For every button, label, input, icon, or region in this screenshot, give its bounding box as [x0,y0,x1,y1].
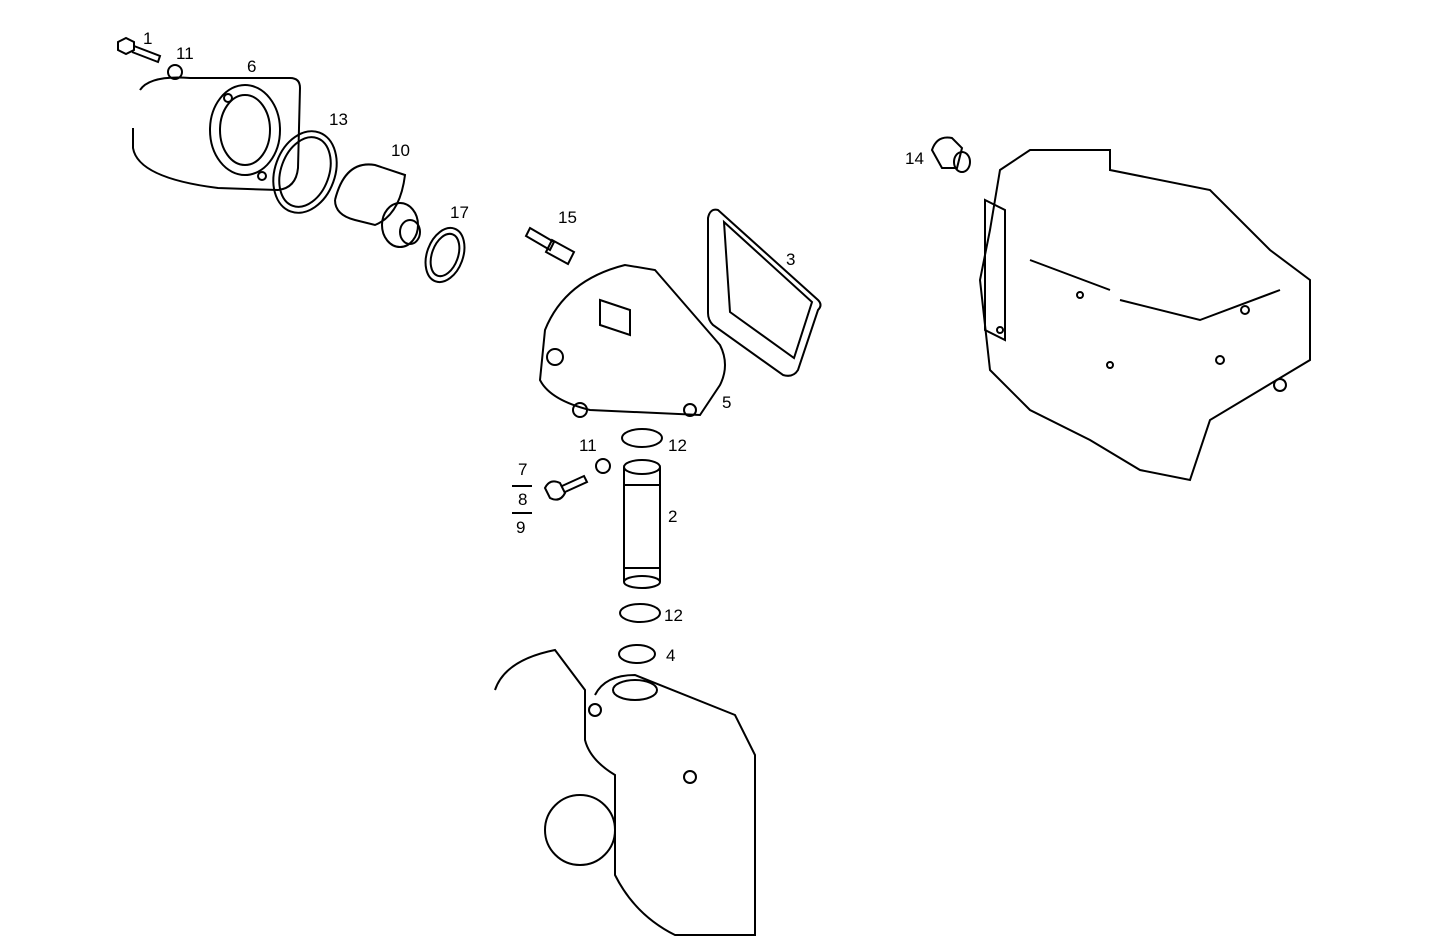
cover-5 [538,263,726,418]
callout-11: 11 [176,44,194,63]
callout-6: 6 [247,57,257,76]
thermostat-10 [334,163,421,248]
callout-12b: 12 [664,606,683,625]
bolt-1 [117,36,162,64]
callout-7: 7 [518,460,528,479]
callout-17: 17 [450,203,469,222]
callout-2: 2 [668,507,678,526]
callout-14: 14 [905,149,924,168]
sensor-15 [524,226,576,266]
callout-4: 4 [666,646,676,665]
callout-13: 13 [329,110,348,129]
o-ring-17 [424,226,466,284]
o-ring-12-upper [621,428,663,448]
washer-11 [167,64,183,80]
bolt-7-8-9 [543,474,589,501]
callout-11b: 11 [579,436,597,455]
callout-5: 5 [722,393,732,412]
callout-15: 15 [558,208,577,227]
callout-3: 3 [786,250,796,269]
gasket-3 [707,208,822,377]
callout-9: 9 [516,518,526,537]
fraction-line-2 [512,512,532,514]
plug-14 [930,136,971,173]
callout-1: 1 [143,29,153,48]
callout-12a: 12 [668,436,687,455]
fraction-line-1 [512,485,532,487]
engine-block [978,149,1311,482]
washer-11b [595,458,611,474]
pipe-2 [623,459,661,589]
thermostat-housing-6 [132,76,302,192]
o-ring-4 [618,644,656,664]
water-pump-housing [494,648,756,936]
o-ring-12-lower [619,603,661,623]
callout-8: 8 [518,490,528,509]
o-ring-13 [272,130,338,214]
callout-10: 10 [391,141,410,160]
